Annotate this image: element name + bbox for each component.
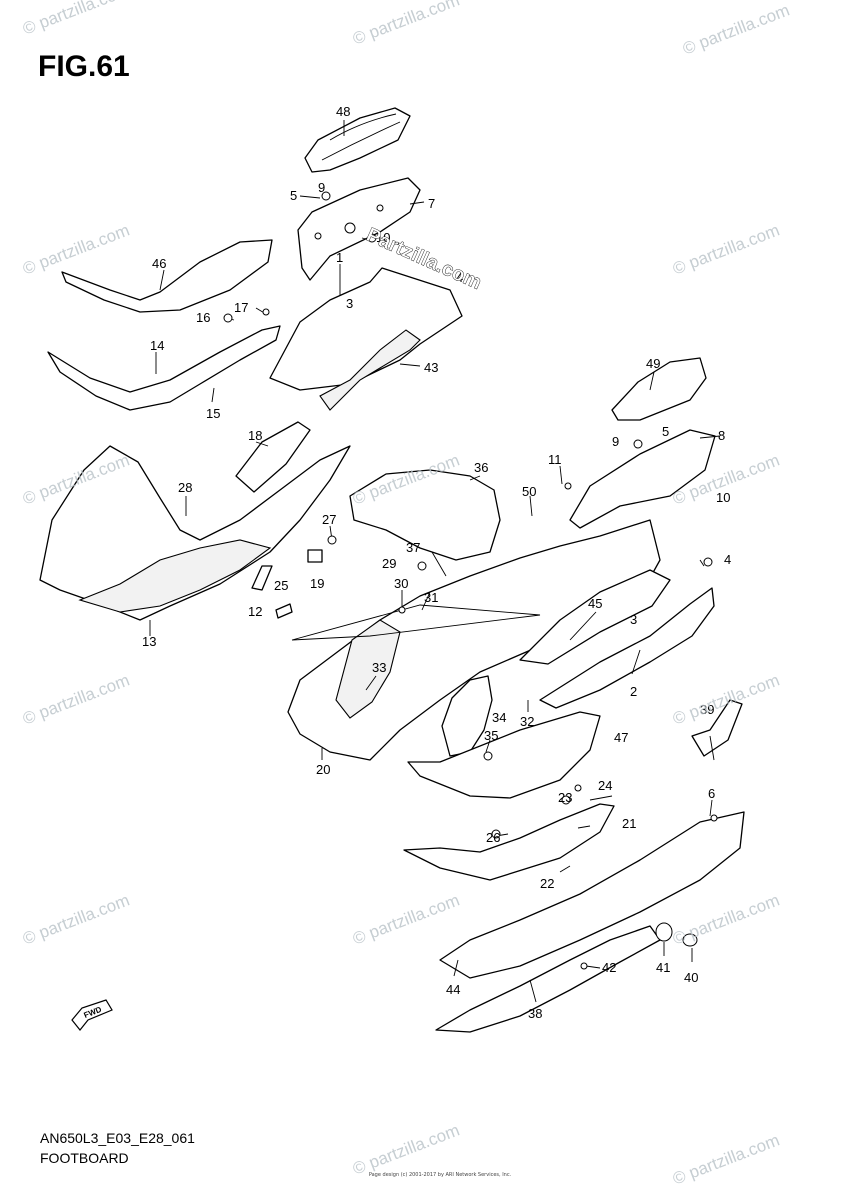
callout: 26 <box>486 830 500 845</box>
part-44-skirt <box>439 811 745 979</box>
part-18-inner-panel <box>235 421 311 493</box>
callout: 15 <box>206 406 220 421</box>
callout: 14 <box>150 338 164 353</box>
part-45-strip <box>519 569 671 665</box>
part-36-tunnel <box>349 469 501 561</box>
callout: 41 <box>656 960 670 975</box>
callout: 4 <box>456 270 463 285</box>
callout: 8 <box>718 428 725 443</box>
callout: 35 <box>484 728 498 743</box>
part-8-bracket <box>569 429 716 529</box>
callout: 2 <box>630 684 637 699</box>
fig-title: FIG.61 <box>38 50 130 83</box>
callout: 10 <box>716 490 730 505</box>
callout: 42 <box>602 960 616 975</box>
callout: 23 <box>558 790 572 805</box>
callout: 10 <box>376 230 390 245</box>
callout: 1 <box>336 250 343 265</box>
part-2-strip <box>539 587 715 709</box>
callout: 6 <box>708 786 715 801</box>
part-40-screw <box>682 933 698 947</box>
callout: 5 <box>662 424 669 439</box>
part-47-cover <box>407 711 601 799</box>
callout: 5 <box>290 188 297 203</box>
callout: 3 <box>630 612 637 627</box>
callout: 20 <box>316 762 330 777</box>
callout: 37 <box>406 540 420 555</box>
part-19-clip <box>307 549 323 563</box>
callout: 21 <box>622 816 636 831</box>
callout: 48 <box>336 104 350 119</box>
part-21-floor-mat <box>403 803 615 881</box>
callout: 22 <box>540 876 554 891</box>
part-25-pad <box>251 565 273 591</box>
callout: 39 <box>700 702 714 717</box>
part-7-bracket <box>297 177 421 281</box>
callout: 47 <box>614 730 628 745</box>
part-49-cover <box>611 357 707 421</box>
callout: 29 <box>382 556 396 571</box>
callout: 17 <box>234 300 248 315</box>
callout: 25 <box>274 578 288 593</box>
callout: 33 <box>372 660 386 675</box>
callout: 49 <box>646 356 660 371</box>
callout: 30 <box>394 576 408 591</box>
part-38-skirt <box>435 925 661 1033</box>
callout: 7 <box>428 196 435 211</box>
callout: 24 <box>598 778 612 793</box>
callout: 43 <box>424 360 438 375</box>
callout: 36 <box>474 460 488 475</box>
callouts: 48 5 9 7 10 46 1 4 17 16 3 14 43 15 49 5… <box>142 104 731 1021</box>
callout: 12 <box>248 604 262 619</box>
callout: 38 <box>528 1006 542 1021</box>
callout: 16 <box>196 310 210 325</box>
callout: 18 <box>248 428 262 443</box>
callout: 9 <box>318 180 325 195</box>
part-43-panel <box>319 329 421 411</box>
callout: 9 <box>612 434 619 449</box>
callout: 28 <box>178 480 192 495</box>
callout: 46 <box>152 256 166 271</box>
callout: 34 <box>492 710 506 725</box>
part-13-front-cowl <box>39 445 351 621</box>
part-12-label <box>275 603 293 619</box>
copyright: Page design (c) 2001-2017 by ARI Network… <box>368 1172 512 1178</box>
figure-name: FOOTBOARD <box>40 1150 129 1166</box>
fwd-arrow-icon: FWD <box>71 999 113 1031</box>
part-48-cover <box>304 107 411 173</box>
callout: 19 <box>310 576 324 591</box>
callout: 40 <box>684 970 698 985</box>
callout: 32 <box>520 714 534 729</box>
callout: 50 <box>522 484 536 499</box>
fasteners <box>223 191 718 970</box>
callout: 13 <box>142 634 156 649</box>
callout: 27 <box>322 512 336 527</box>
callout: 3 <box>346 296 353 311</box>
part-41-grommet <box>655 922 673 942</box>
callout: 45 <box>588 596 602 611</box>
model-code: AN650L3_E03_E28_061 <box>40 1130 195 1146</box>
callout: 31 <box>424 590 438 605</box>
callout: 11 <box>548 452 562 467</box>
part-39-bracket <box>691 699 743 757</box>
part-46-cover <box>61 239 273 313</box>
part-14-frame <box>47 325 281 411</box>
callout: 4 <box>724 552 731 567</box>
callout: 44 <box>446 982 460 997</box>
